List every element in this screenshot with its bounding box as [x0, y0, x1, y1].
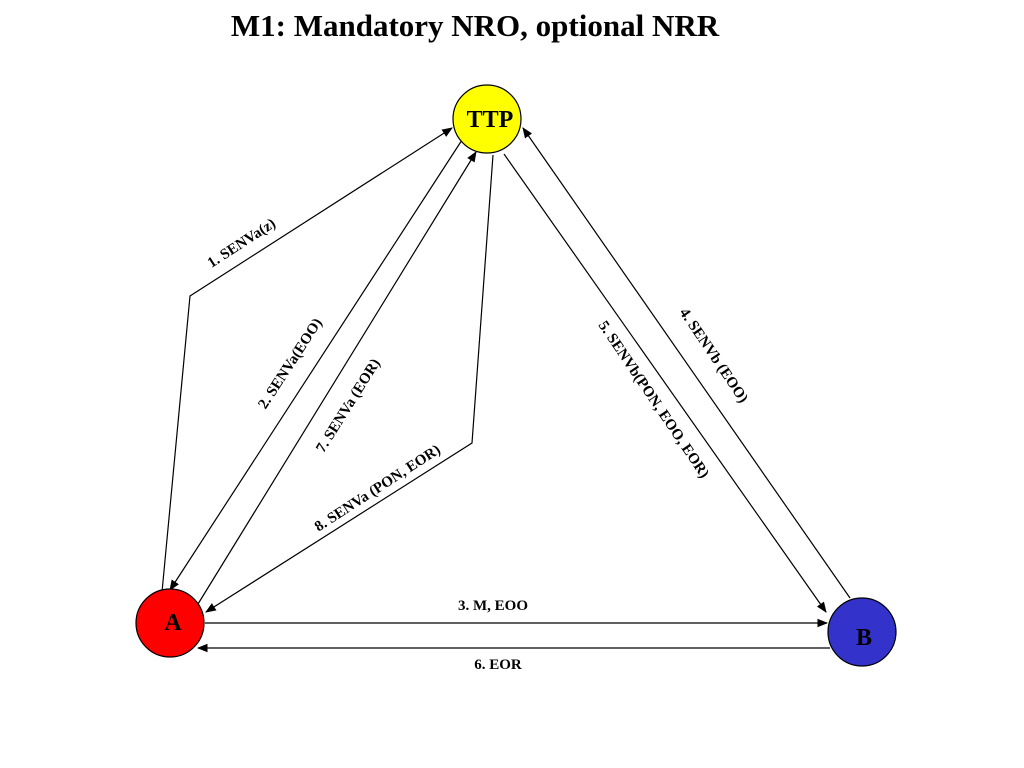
edge-7-line	[197, 151, 477, 605]
node-a: A	[135, 588, 205, 658]
edge-2-line	[169, 139, 463, 591]
edge-7-label: 7. SENVa (EOR)	[313, 356, 383, 456]
edge-8-line	[205, 154, 494, 613]
node-b: B	[827, 597, 897, 667]
node-a-label: A	[164, 610, 182, 636]
edge-2-label: 2. SENVa(EOO)	[255, 316, 325, 412]
edge-4-label: 4. SENVb (EOO)	[676, 306, 751, 407]
node-ttp-circle	[452, 84, 522, 154]
edge-3-label: 3. M, EOO	[458, 598, 528, 614]
edge-1-line	[161, 127, 453, 593]
node-ttp-label: TTP	[467, 107, 514, 133]
edge-6-label: 6. EOR	[474, 657, 522, 673]
edge-5-line	[503, 153, 827, 613]
node-a-circle	[135, 588, 205, 658]
edge-8-label: 8. SENVa (PON, EOR)	[312, 442, 444, 535]
node-b-label: B	[856, 625, 872, 651]
diagram-title: M1: Mandatory NRO, optional NRR	[230, 8, 720, 43]
edge-5-label: 5. SENVb(PON, EOO, EOR)	[595, 318, 712, 481]
node-b-circle	[827, 597, 897, 667]
node-ttp: TTP	[452, 84, 522, 154]
edge-4-line	[522, 127, 851, 599]
